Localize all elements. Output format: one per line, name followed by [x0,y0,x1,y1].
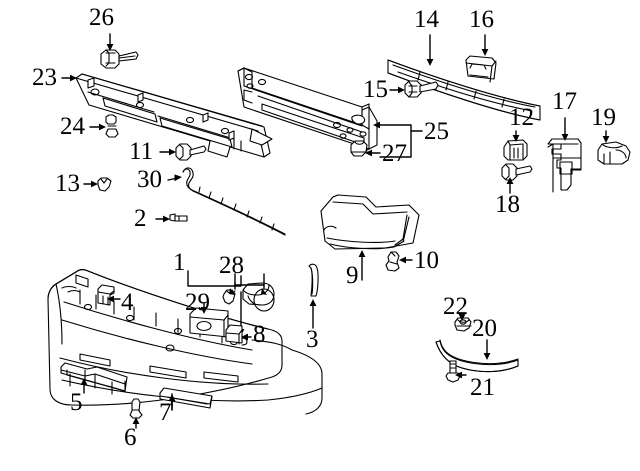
callout-29-leader [200,302,208,314]
callout-label-2[interactable]: 2 [134,205,147,232]
part-20-curved-molding [435,339,519,373]
callout-label-29[interactable]: 29 [185,289,210,316]
callout-label-4[interactable]: 4 [121,289,134,316]
callout-27-leader [365,130,412,158]
part-24-stud-clip [105,114,119,138]
callout-25-leader [373,121,423,132]
part-12-mounting-clip [503,139,528,161]
callout-26-leader [106,33,114,51]
part-13-cap-nut [97,177,112,192]
callout-14-leader [426,34,434,66]
callout-label-30[interactable]: 30 [137,166,162,193]
part-17-side-support-bracket [547,138,582,193]
callout-label-24[interactable]: 24 [60,113,85,140]
callout-label-9[interactable]: 9 [346,262,359,289]
callout-9-leader [358,250,366,281]
callout-label-25[interactable]: 25 [424,118,449,145]
callout-label-26[interactable]: 26 [89,4,114,31]
part-10-nut-clip [385,251,400,272]
part-8-clip-bracket [225,324,248,346]
part-9-corner-fascia-extension [320,194,420,250]
part-19-end-clip [597,141,631,165]
part-15-flange-bolt [404,80,439,98]
callout-24-leader [89,123,106,131]
callout-label-16[interactable]: 16 [469,6,494,33]
callout-label-1[interactable]: 1 [173,249,186,276]
part-25-reinforcement-beam [237,67,378,154]
callout-label-17[interactable]: 17 [552,88,577,115]
callout-6-leader [132,417,140,429]
callout-label-23[interactable]: 23 [32,64,57,91]
callout-10-leader [399,256,413,264]
callout-label-3[interactable]: 3 [306,326,319,353]
callout-label-15[interactable]: 15 [363,76,388,103]
callout-8-leader [241,333,252,341]
part-16-absorber-bracket [465,55,497,83]
callout-28-leader [229,273,267,295]
part-29-license-bracket [189,307,229,338]
callout-16-leader [481,34,489,56]
callout-label-22[interactable]: 22 [443,293,468,320]
callout-label-27[interactable]: 27 [382,140,407,167]
callout-label-5[interactable]: 5 [70,389,83,416]
callout-label-6[interactable]: 6 [124,424,137,451]
callout-label-13[interactable]: 13 [55,170,80,197]
callout-22-leader [458,313,466,321]
part-27-flange-nut [350,140,368,157]
callout-2-leader [155,215,170,223]
callout-label-28[interactable]: 28 [219,252,244,279]
part-14-energy-absorber-bar [387,59,541,121]
part-2-screw-fastener [169,213,188,222]
callout-label-18[interactable]: 18 [495,191,520,218]
callout-4-leader [107,295,121,303]
callout-5-leader [80,378,88,394]
callout-18-leader [506,177,514,194]
part-28-park-sensor-and-clip [222,282,275,312]
callout-13-leader [83,180,98,188]
callout-23-leader [61,74,77,82]
part-30-wiring-harness [182,167,286,236]
callout-3-leader [309,299,317,329]
callout-15-leader [389,86,405,94]
callout-12-leader [512,130,520,142]
callout-30-leader [167,174,182,182]
part-11-hex-bolt [175,143,207,161]
part-26-hex-flange-bolt [100,49,139,69]
part-3-retainer-strip [308,263,319,297]
callout-20-leader [483,339,491,360]
callout-17-leader [561,117,569,141]
callout-label-12[interactable]: 12 [509,104,534,131]
part-23-impact-bar-upper [75,73,273,158]
part-18-flange-bolt-small [501,163,533,181]
callout-label-20[interactable]: 20 [472,315,497,342]
callout-21-leader [455,371,467,379]
callout-label-8[interactable]: 8 [253,321,266,348]
callout-19-leader [602,130,610,143]
callout-11-leader [159,148,176,156]
callout-label-11[interactable]: 11 [129,138,154,165]
callout-label-10[interactable]: 10 [414,247,439,274]
part-6-push-pin-retainer [129,398,143,419]
callout-label-21[interactable]: 21 [470,374,495,401]
callout-label-19[interactable]: 19 [591,104,616,131]
callout-label-14[interactable]: 14 [414,6,439,33]
callout-7-leader [168,393,176,411]
callout-label-7[interactable]: 7 [159,399,172,426]
